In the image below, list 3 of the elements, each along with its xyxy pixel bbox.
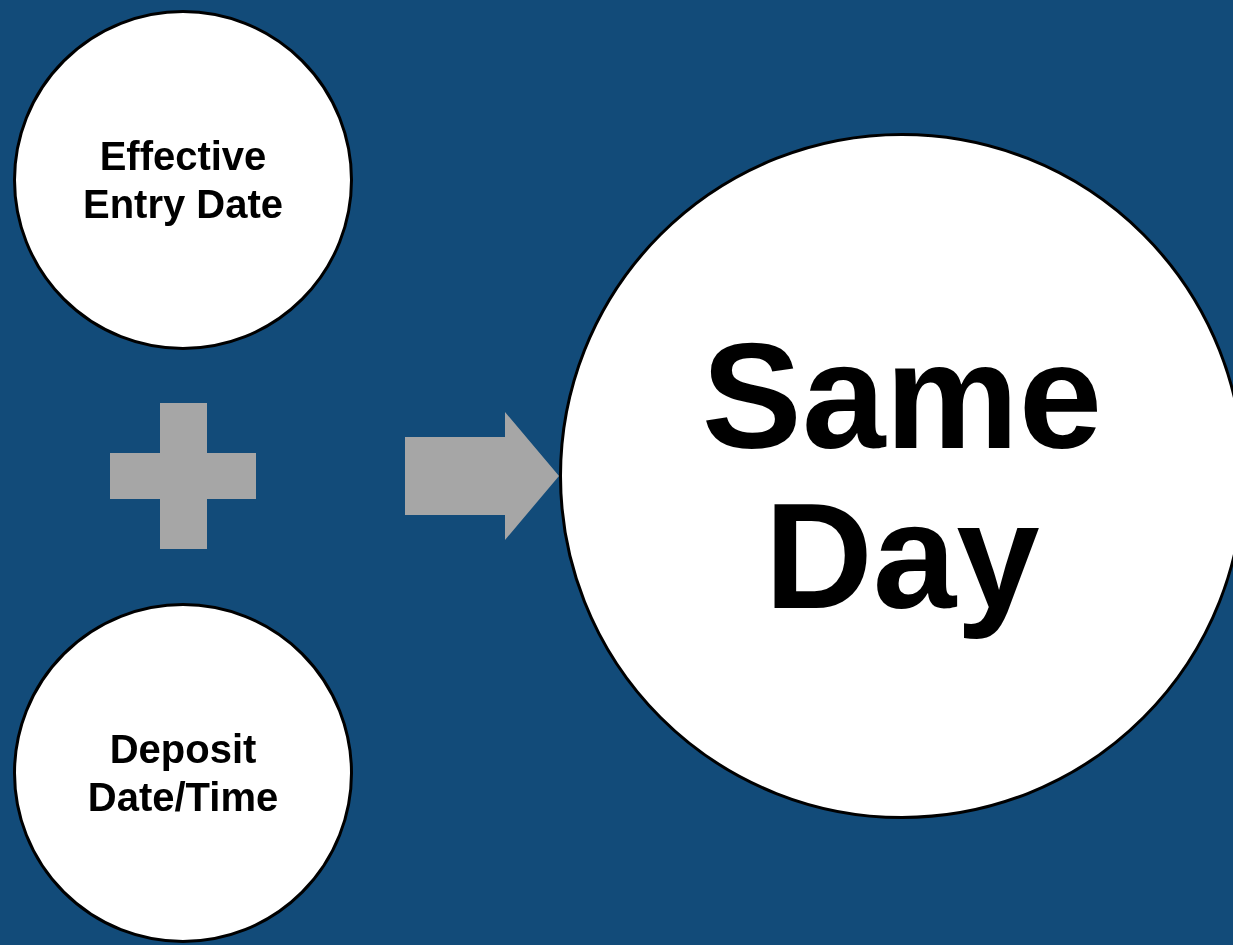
block-arrow [405, 412, 559, 540]
node-label: Deposit Date/Time [86, 726, 280, 821]
node-label: Effective Entry Date [81, 133, 285, 228]
